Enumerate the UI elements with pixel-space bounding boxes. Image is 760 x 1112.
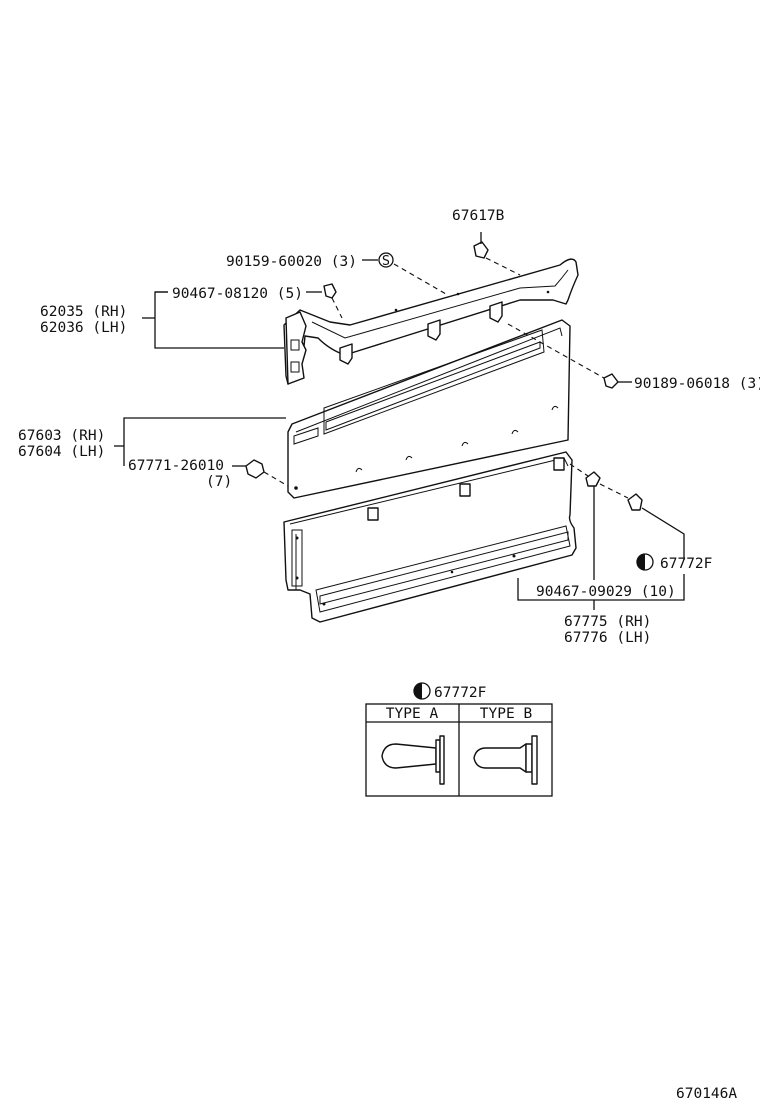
fastener-67771-26010 [245,459,265,479]
type-a-clip-drawing [381,735,445,785]
label-62035: 62035 (RH) [40,304,127,320]
s-mark-symbol: S [378,252,394,269]
label-90159-60020: 90159-60020 (3) [226,254,357,270]
label-67776: 67776 (LH) [564,630,651,646]
fastener-67772f [627,493,643,511]
label-90467-09029: 90467-09029 (10) [536,584,676,600]
fastener-90467-08120 [323,283,337,299]
label-90189-06018: 90189-06018 (3) [634,376,760,392]
label-67775: 67775 (RH) [564,614,651,630]
label-67772f: 67772F [660,556,712,572]
label-67603: 67603 (RH) [18,428,105,444]
fastener-67617b [473,232,489,259]
leader-lines [114,257,685,610]
label-67771-qty: (7) [206,474,232,490]
type-b-clip-drawing [473,735,538,785]
lower-panel-part [283,451,577,623]
label-67604: 67604 (LH) [18,444,105,460]
figure-code: 670146A [676,1086,737,1102]
legend-title: 67772F [434,685,486,701]
clip-type-legend: 67772F TYPE A TYPE B [365,682,553,797]
middle-panel-part [287,319,571,499]
label-67771-26010: 67771-26010 [128,458,224,474]
legend-type-a: TYPE A [386,706,439,722]
upper-rail-part [283,258,579,385]
label-67617b: 67617B [452,208,505,224]
legend-type-b: TYPE B [480,706,533,722]
half-circle-symbol [636,553,654,571]
label-62036: 62036 (LH) [40,320,127,336]
fastener-90467-09029 [585,471,601,487]
label-90467-08120: 90467-08120 (5) [172,286,303,302]
fastener-90189-06018 [603,373,619,389]
s-mark-text: S [382,253,390,269]
